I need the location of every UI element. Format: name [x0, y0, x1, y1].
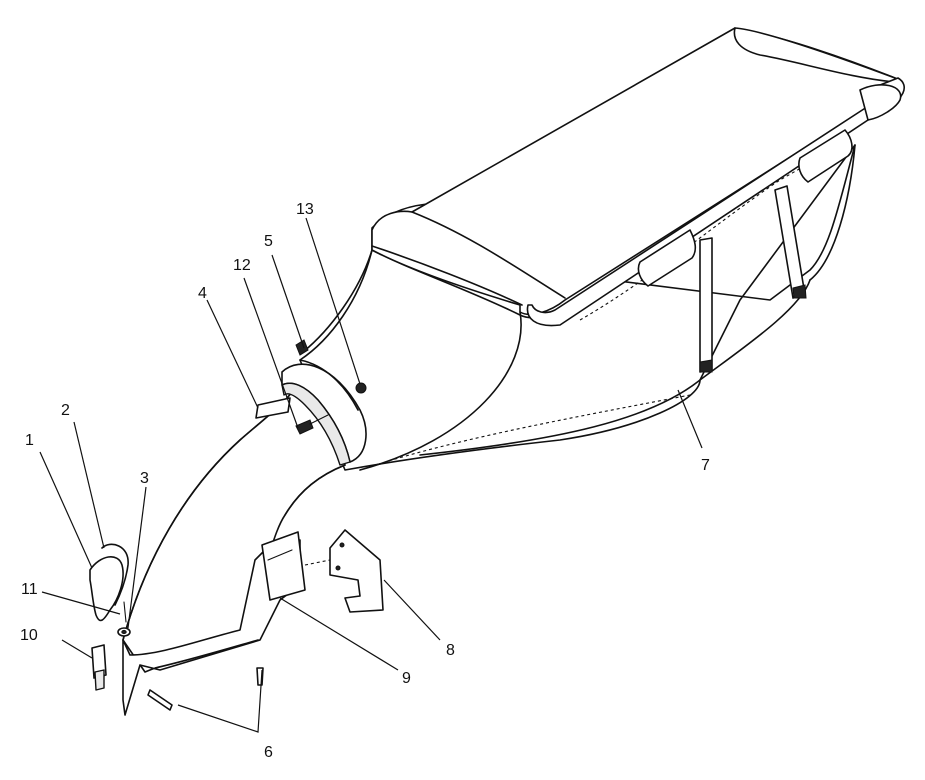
cover-plate [304, 529, 384, 613]
callout-10: 10 [20, 627, 38, 644]
callout-11: 11 [21, 581, 38, 598]
hardware-washer [117, 601, 131, 637]
grass-bag [299, 27, 901, 471]
leader-lines [39, 217, 703, 733]
callout-9: 9 [402, 670, 411, 687]
callout-labels: 1 2 3 4 5 6 7 8 9 10 11 12 13 [20, 201, 710, 761]
callout-1: 1 [25, 432, 34, 449]
nut-part [355, 382, 367, 394]
bolt-part [295, 414, 329, 435]
callout-2: 2 [61, 402, 70, 419]
callout-8: 8 [446, 642, 455, 659]
bag-frame [526, 77, 905, 373]
callout-12: 12 [233, 257, 251, 274]
callout-5: 5 [264, 233, 273, 250]
callout-6: 6 [264, 744, 273, 761]
callout-13: 13 [296, 201, 314, 218]
chute-adapter [281, 339, 367, 466]
callout-4: 4 [198, 285, 207, 302]
hinge-bracket [91, 644, 107, 691]
callout-7: 7 [701, 457, 710, 474]
chute-handle [89, 543, 129, 622]
callout-3: 3 [140, 470, 149, 487]
mount-bracket [261, 531, 306, 601]
rivets [147, 667, 264, 711]
discharge-chute [122, 379, 346, 716]
